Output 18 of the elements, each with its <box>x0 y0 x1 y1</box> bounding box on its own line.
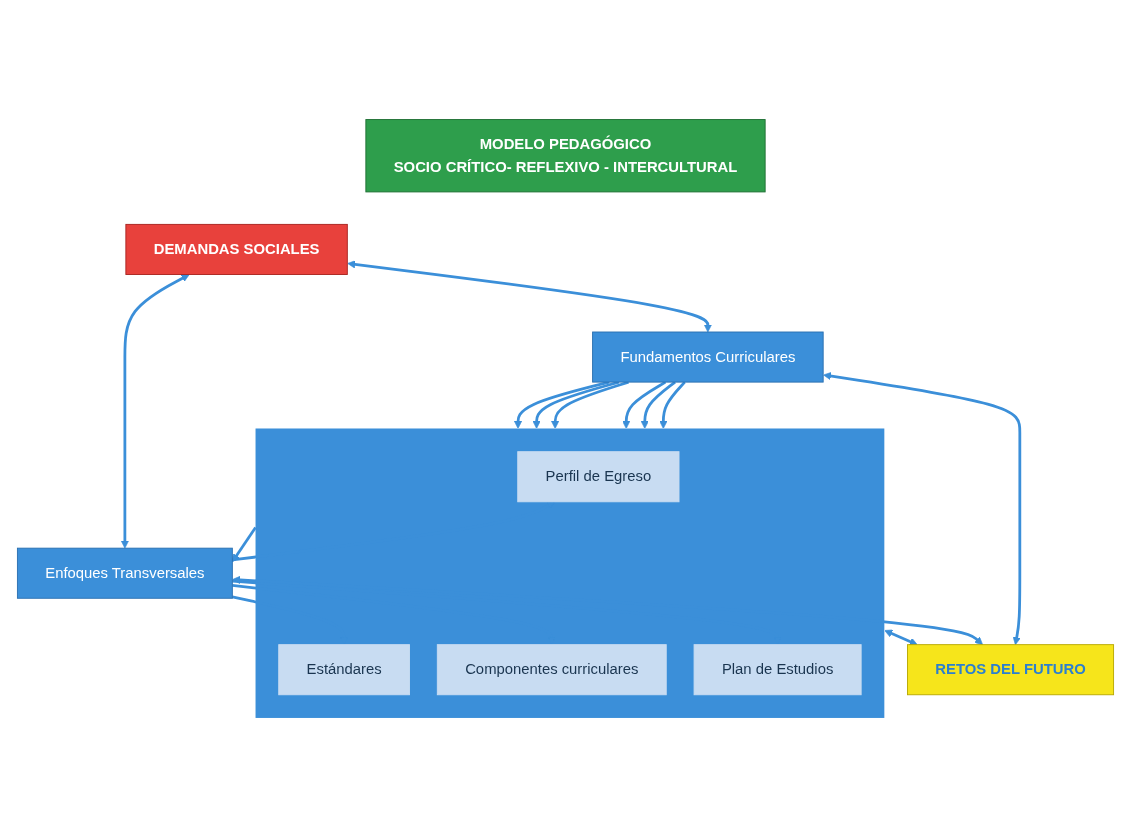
node-box: DEMANDAS SOCIALES <box>125 223 348 275</box>
arrow <box>823 372 1022 646</box>
node-box: Estándares <box>278 644 410 696</box>
arrow <box>884 629 918 646</box>
node-box: Fundamentos Curriculares <box>592 331 824 383</box>
node-box: MODELO PEDAGÓGICO SOCIO CRÍTICO- REFLEXIVO - INTERCULTURAL <box>365 119 766 193</box>
arrow <box>347 260 712 333</box>
arrow <box>120 274 190 549</box>
arrow <box>231 526 257 563</box>
node-box: RETOS DEL FUTURO <box>907 644 1115 696</box>
node-box: Perfil de Egreso <box>517 451 680 503</box>
node-box: Enfoques Transversales <box>16 547 233 599</box>
arrow <box>659 381 686 429</box>
node-box: Componentes curriculares <box>436 644 667 696</box>
arrow <box>640 381 676 429</box>
cluster <box>255 428 885 718</box>
node-box: Plan de Estudios <box>693 644 862 696</box>
arrow <box>232 575 983 646</box>
